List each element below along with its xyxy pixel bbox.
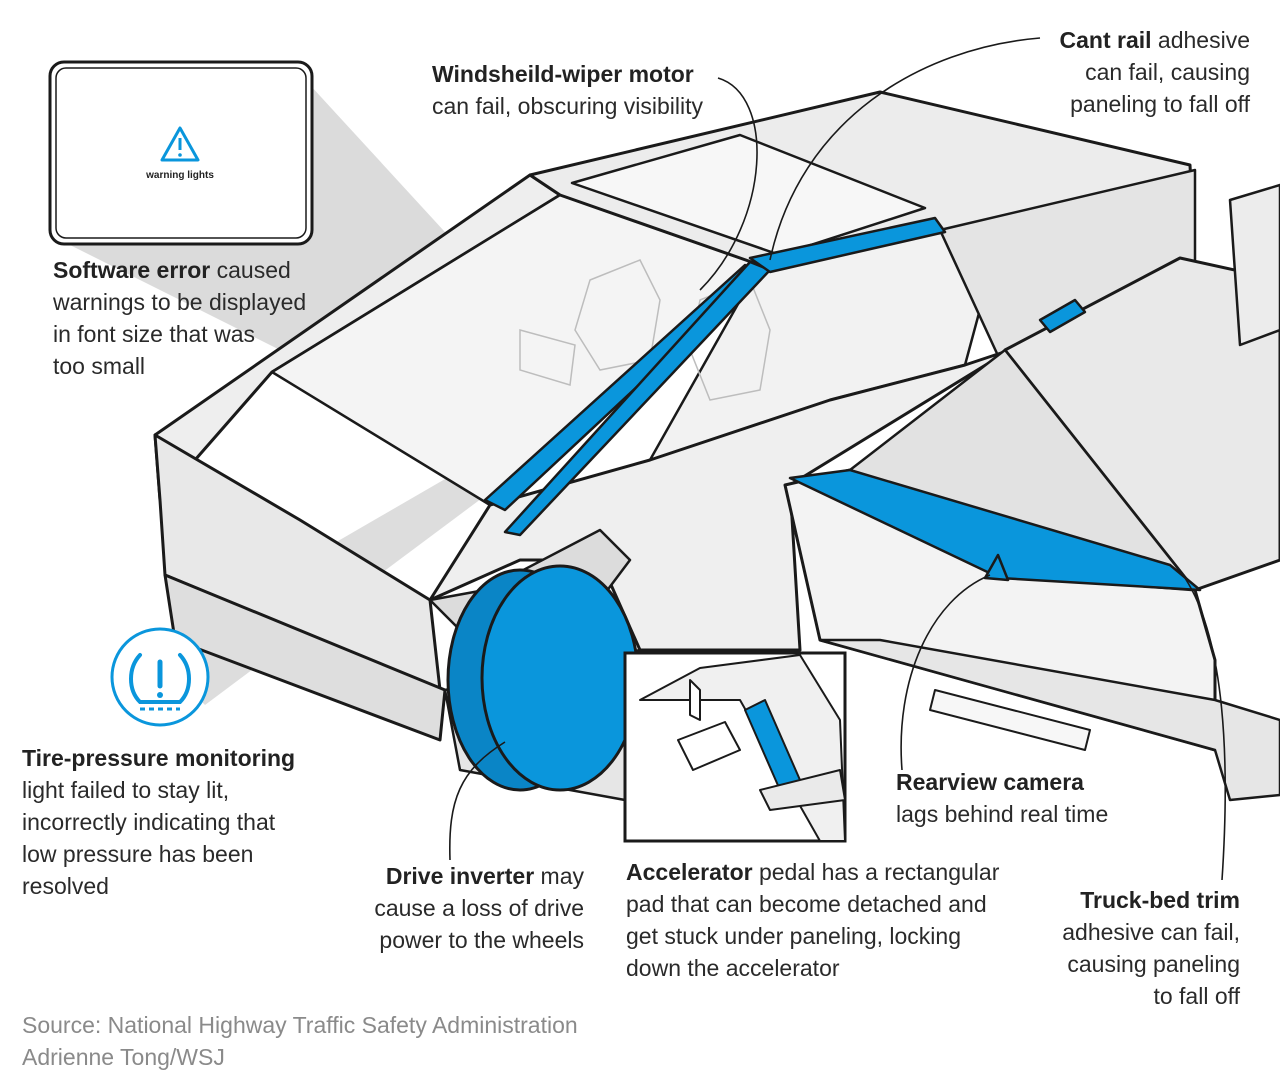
inverter-callout-text-1: may (534, 863, 584, 889)
inverter-callout-text-3: power to the wheels (379, 927, 584, 953)
tire-callout-text-4: resolved (22, 873, 109, 899)
drive-inverter-highlight (480, 564, 640, 792)
side-step (929, 689, 1091, 751)
camera-callout: Rearview camera lags behind real time (896, 766, 1108, 830)
accelerator-callout-text-4: down the accelerator (626, 955, 840, 981)
wiper-callout-text: can fail, obscuring visibility (432, 93, 704, 119)
highlighted-parts (483, 216, 1202, 592)
tire-callout-text-2: incorrectly indicating that (22, 809, 276, 835)
tire-callout: Tire-pressure monitoring light failed to… (22, 742, 295, 902)
wiper-leader (699, 77, 758, 291)
cant-rail-callout-text-3: paneling to fall off (1070, 91, 1250, 117)
cant-rail-callout-title: Cant rail (1059, 27, 1152, 53)
source-line: Source: National Highway Traffic Safety … (22, 1012, 578, 1038)
side-mirror-highlight (1038, 298, 1087, 334)
cant-rail-callout: Cant rail adhesive can fail, causing pan… (1060, 24, 1251, 120)
software-callout-text-2: warnings to be displayed (53, 289, 307, 315)
screen-inset: warning lights (48, 60, 314, 246)
accelerator-callout-text-2: pad that can become detached and (626, 891, 987, 917)
warning-lights-label: warning lights (145, 170, 214, 181)
tire-callout-text-1: light failed to stay lit, (22, 777, 230, 803)
cant-rail-callout-text-1: adhesive (1151, 27, 1250, 53)
software-callout: Software error caused warnings to be dis… (53, 254, 306, 382)
wiper-callout-title: Windsheild-wiper motor (432, 61, 694, 87)
inverter-leader (448, 741, 506, 861)
truck-bed-callout: Truck-bed trim adhesive can fail, causin… (1062, 884, 1240, 1012)
bed-trim-leader (1184, 577, 1226, 881)
truck-bed-callout-text-3: to fall off (1153, 983, 1240, 1009)
leader-lines (448, 37, 1226, 881)
accelerator-inset (623, 651, 847, 843)
cant-rail-callout-text-2: can fail, causing (1085, 59, 1250, 85)
right-tailgate-edge (1228, 183, 1280, 347)
tire-callout-title: Tire-pressure monitoring (22, 745, 296, 771)
software-callout-text-4: too small (53, 353, 146, 379)
inverter-callout: Drive inverter may cause a loss of drive… (374, 860, 584, 956)
tire-pressure-warning-icon (110, 627, 210, 727)
camera-callout-text: lags behind real time (896, 801, 1109, 827)
truck-bed-callout-title: Truck-bed trim (1080, 887, 1240, 913)
truck-bed-trim-highlight (788, 468, 1202, 592)
accelerator-callout-text-3: get stuck under paneling, locking (626, 923, 961, 949)
accelerator-callout-title: Accelerator (626, 859, 753, 885)
bumper (163, 573, 447, 742)
sunroof (570, 133, 927, 257)
truck-bed-callout-text-2: causing paneling (1067, 951, 1240, 977)
rearview-camera-highlight (983, 553, 1010, 582)
accelerator-callout-text-1: pedal has a rectangular (752, 859, 1000, 885)
wiper-callout: Windsheild-wiper motor can fail, obscuri… (432, 58, 703, 122)
accelerator-callout: Accelerator pedal has a rectangular pad … (626, 856, 999, 984)
camera-callout-title: Rearview camera (896, 769, 1084, 795)
software-callout-text-3: in font size that was (53, 321, 255, 347)
software-callout-title: Software error (53, 257, 211, 283)
inverter-callout-title: Drive inverter (385, 863, 535, 889)
front-wheel (446, 564, 640, 792)
software-callout-text-1: caused (210, 257, 291, 283)
warning-triangle-icon (160, 126, 200, 162)
tire-callout-text-3: low pressure has been (22, 841, 254, 867)
cant-rail-leader (769, 37, 1041, 261)
credit-line: Adrienne Tong/WSJ (22, 1044, 225, 1070)
bed-lower-skirt (818, 638, 1280, 802)
inverter-callout-text-2: cause a loss of drive (374, 895, 584, 921)
cant-rail-highlight (748, 216, 947, 274)
truck-bed-callout-text-1: adhesive can fail, (1062, 919, 1240, 945)
camera-leader (900, 574, 991, 771)
